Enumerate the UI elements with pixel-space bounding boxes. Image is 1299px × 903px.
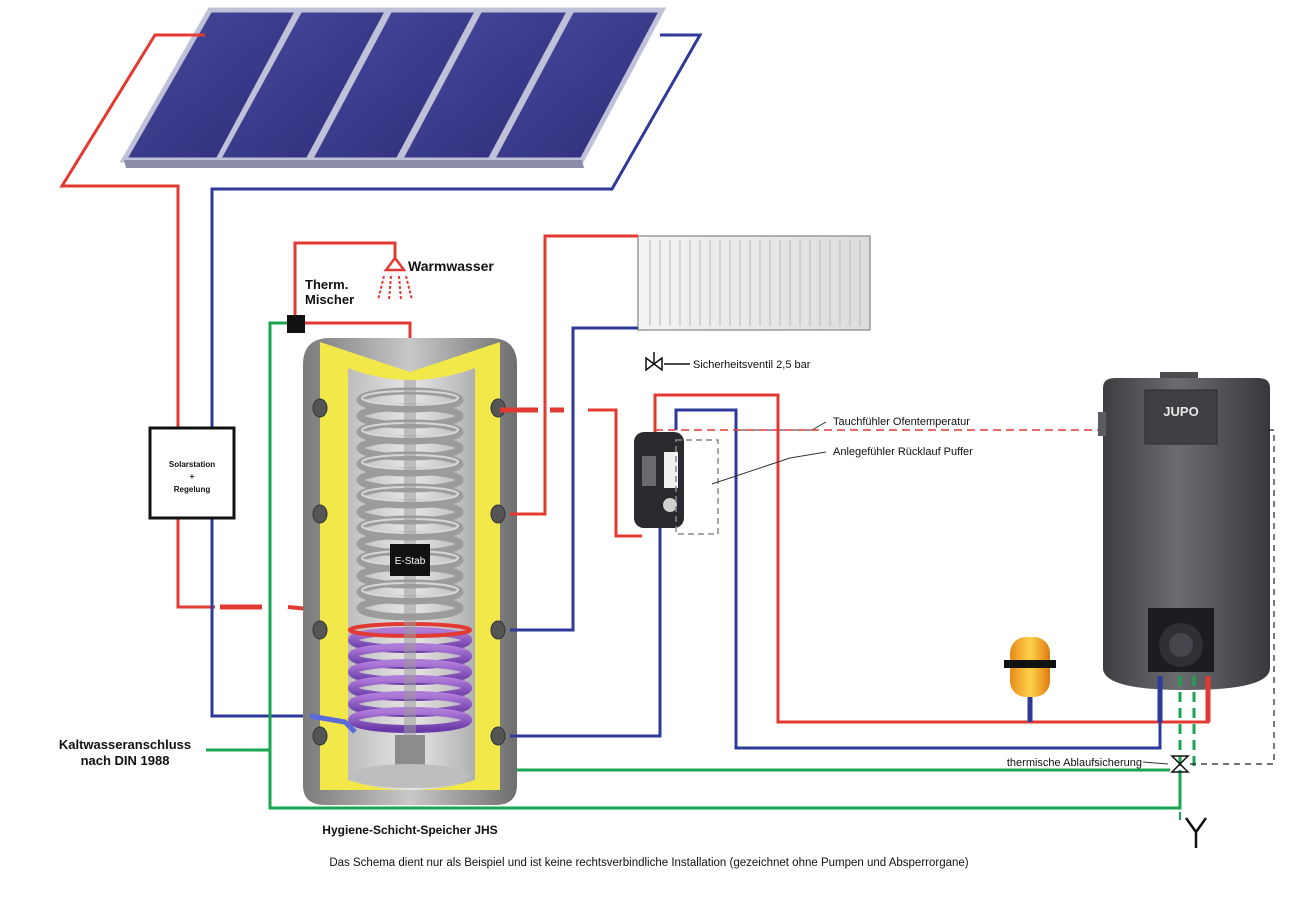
safety-valve-icon [645,352,690,372]
expansion-vessel [1004,637,1056,722]
radiator-flow-pipe [510,234,638,516]
speicher-name-label: Hygiene-Schicht-Speicher JHS [322,823,497,837]
boiler-return-pipe [674,408,1162,750]
radiator [637,235,871,331]
solarstation-label-2: + [190,472,195,481]
solarstation-label-1: Solarstation [169,460,215,469]
tauchfuehler-label: Tauchfühler Ofentemperatur [833,416,970,428]
e-stab-label: E-Stab [395,556,426,567]
sicherheitsventil-label: Sicherheitsventil 2,5 bar [693,359,811,371]
radiator-return-pipe [510,326,638,632]
kaltwasser-label-2: nach DIN 1988 [81,753,170,768]
disclaimer-text: Das Schema dient nur als Beispiel und is… [329,857,968,869]
solar-flow-pipe [59,33,205,428]
drain-icon [1184,817,1208,848]
warmwasser-label: Warmwasser [408,258,494,274]
sensor-outline [675,439,719,535]
ablaufsicherung-label: thermische Ablaufsicherung [1007,757,1142,769]
mischer-label-1: Therm. [305,277,348,292]
shower-icon [377,255,413,301]
kaltwasser-label-1: Kaltwasseranschluss [59,737,191,752]
storage-tank: E-Stab [303,338,517,805]
thermal-discharge-valve-icon [1170,755,1190,773]
wood-boiler: JUPO [1098,372,1270,690]
boiler-brand-label: JUPO [1163,404,1198,419]
solarstation-box: Solarstation + Regelung [148,426,236,520]
return-valve-unit [634,432,684,528]
solar-return-pipe [210,33,703,428]
solar-collector-array [119,7,667,168]
anlegefuehler-label: Anlegefühler Rücklauf Puffer [833,446,973,458]
mischer-label-2: Mischer [305,292,354,307]
solarstation-label-3: Regelung [174,485,211,494]
e-stab-heater [390,544,430,576]
thermostatic-mixer [287,315,305,333]
